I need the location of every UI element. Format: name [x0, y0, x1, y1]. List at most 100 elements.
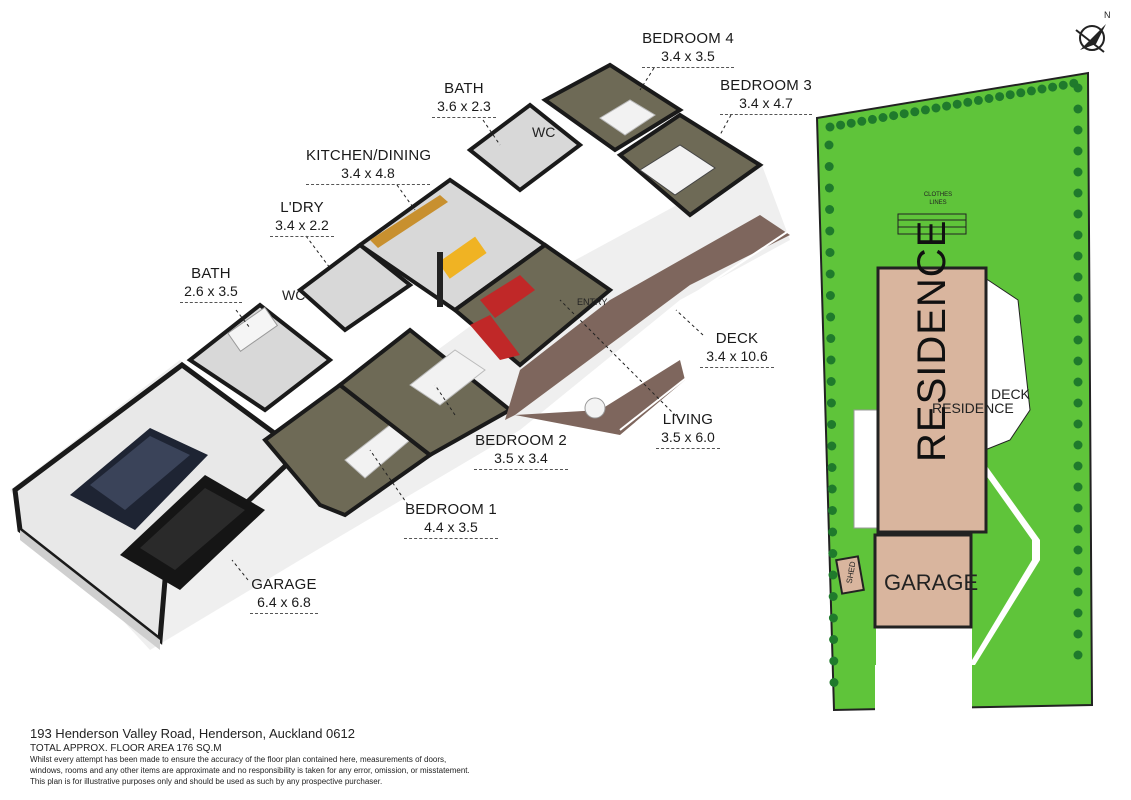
- hedge-dot: [826, 355, 836, 365]
- wc-lower-label: WC: [282, 287, 306, 303]
- bedroom-2-bed: [409, 349, 486, 406]
- hedge-dot: [1016, 88, 1026, 98]
- bedroom-3-bed: [639, 144, 716, 196]
- bedroom-3-label: BEDROOM 3 3.4 x 4.7: [720, 77, 812, 115]
- hedge-dot: [1073, 209, 1083, 219]
- leader-lines: [231, 67, 732, 581]
- total-area: TOTAL APPROX. FLOOR AREA 176 SQ.M: [30, 743, 222, 754]
- room-name: BEDROOM 3: [720, 77, 812, 94]
- bath-lower-floor: [186, 302, 334, 413]
- kitchen-dining-label: KITCHEN/DINING 3.4 x 4.8: [306, 147, 432, 185]
- site-deck-label: DECK: [991, 386, 1030, 402]
- hedge-dot: [1073, 440, 1083, 450]
- room-dimensions: 6.4 x 6.8: [250, 594, 318, 614]
- hedge-dot: [1073, 419, 1083, 429]
- hedge-dot: [910, 107, 920, 117]
- room-dimensions: 4.4 x 3.5: [404, 519, 498, 539]
- hedge-dot: [1073, 356, 1083, 366]
- hedge-dot: [1073, 629, 1083, 639]
- hedge-dot: [1073, 125, 1083, 135]
- room-name: GARAGE: [251, 576, 317, 593]
- bedroom-4-label: BEDROOM 4 3.4 x 3.5: [642, 30, 734, 68]
- hedge-dot: [1073, 377, 1083, 387]
- deck-table-icon: [584, 397, 606, 419]
- hedge-dot: [899, 109, 909, 119]
- bath-lower-label: BATH 2.6 x 3.5: [180, 265, 242, 303]
- room-dimensions: 3.4 x 3.5: [642, 48, 734, 68]
- hedge-dot: [1073, 167, 1083, 177]
- room-dimensions: 3.4 x 4.7: [720, 95, 812, 115]
- hedge-dot: [825, 122, 835, 132]
- hedge-dot: [952, 99, 962, 109]
- bedroom-4-bed: [599, 99, 656, 136]
- hedge-dot: [1073, 650, 1083, 660]
- hedge-dot: [824, 140, 834, 150]
- hedge-dot: [825, 269, 835, 279]
- hedge-dot: [1073, 482, 1083, 492]
- disclaimer-line-1: Whilst every attempt has been made to en…: [30, 755, 447, 764]
- room-dimensions: 3.5 x 3.4: [474, 450, 568, 470]
- laundry-label: L'DRY 3.4 x 2.2: [270, 199, 334, 237]
- room-name: KITCHEN/DINING: [306, 147, 432, 164]
- hedge-dot: [1073, 398, 1083, 408]
- hedge-dot: [829, 678, 839, 687]
- hedge-dot: [828, 527, 838, 537]
- hedge-dot: [878, 113, 888, 122]
- hedge-dot: [824, 162, 834, 171]
- hedge-dot: [857, 116, 867, 126]
- hedge-dot: [1073, 608, 1083, 618]
- deck-label: DECK 3.4 x 10.6: [700, 330, 774, 368]
- hedge-dot: [1073, 566, 1083, 576]
- footer: 193 Henderson Valley Road, Henderson, Au…: [30, 726, 590, 787]
- hedge-dot: [1073, 545, 1083, 555]
- hedge-dot: [826, 398, 836, 408]
- hedge-dot: [826, 312, 836, 322]
- bathtub-icon: [227, 306, 279, 352]
- room-dimensions: 3.6 x 2.3: [432, 98, 496, 118]
- wc-upper-label: WC: [532, 124, 556, 140]
- room-dimensions: 3.4 x 2.2: [270, 217, 334, 237]
- north-arrow-icon: [1075, 24, 1106, 53]
- bedroom-1-floor: [262, 382, 434, 518]
- residence-block: [876, 266, 988, 534]
- bedroom-2-label: BEDROOM 2 3.5 x 3.4: [474, 432, 568, 470]
- hedge-dot: [1005, 90, 1015, 100]
- hedge-dot: [827, 441, 837, 451]
- hedge-dot: [1073, 503, 1083, 513]
- bath-upper-label: BATH 3.6 x 2.3: [432, 80, 496, 118]
- site-garage-label: GARAGE: [884, 570, 979, 595]
- hedge-dot: [1073, 524, 1083, 534]
- hedge-dot: [829, 635, 839, 644]
- site-plan: [815, 24, 1106, 712]
- hedge-dot: [1073, 293, 1083, 303]
- hedge-dot: [1073, 230, 1083, 240]
- hedge-dot: [931, 103, 941, 113]
- hedge-dot: [1037, 84, 1047, 94]
- sofa-icon: [480, 275, 535, 318]
- room-name: BATH: [444, 80, 484, 97]
- hedge-dot: [942, 101, 952, 111]
- hedge-dot: [828, 613, 838, 623]
- entry-label: ENTRY: [577, 297, 608, 307]
- hedge-dot: [920, 105, 930, 115]
- sofa-2-icon: [470, 315, 520, 360]
- hedge-dot: [827, 484, 837, 494]
- residence-text: RESIDENCE: [910, 219, 954, 462]
- hedge-dot: [825, 226, 835, 236]
- bedroom-1-label: BEDROOM 1 4.4 x 3.5: [404, 501, 498, 539]
- dining-table-icon: [438, 236, 487, 279]
- room-dimensions: 3.4 x 10.6: [700, 348, 774, 368]
- bedroom-4-floor: [541, 62, 684, 153]
- hedge-dot: [827, 463, 837, 472]
- hedge-dot: [889, 111, 899, 121]
- room-name: BEDROOM 4: [642, 30, 734, 47]
- hedge-dot: [1073, 251, 1083, 261]
- hedge-dot: [1048, 82, 1058, 92]
- deck-floor: [505, 215, 790, 420]
- hedge-dot: [836, 120, 846, 130]
- hedge-dots: [824, 78, 1083, 687]
- room-name: L'DRY: [280, 199, 324, 216]
- hedge-dot: [1073, 314, 1083, 324]
- room-name: LIVING: [662, 411, 714, 428]
